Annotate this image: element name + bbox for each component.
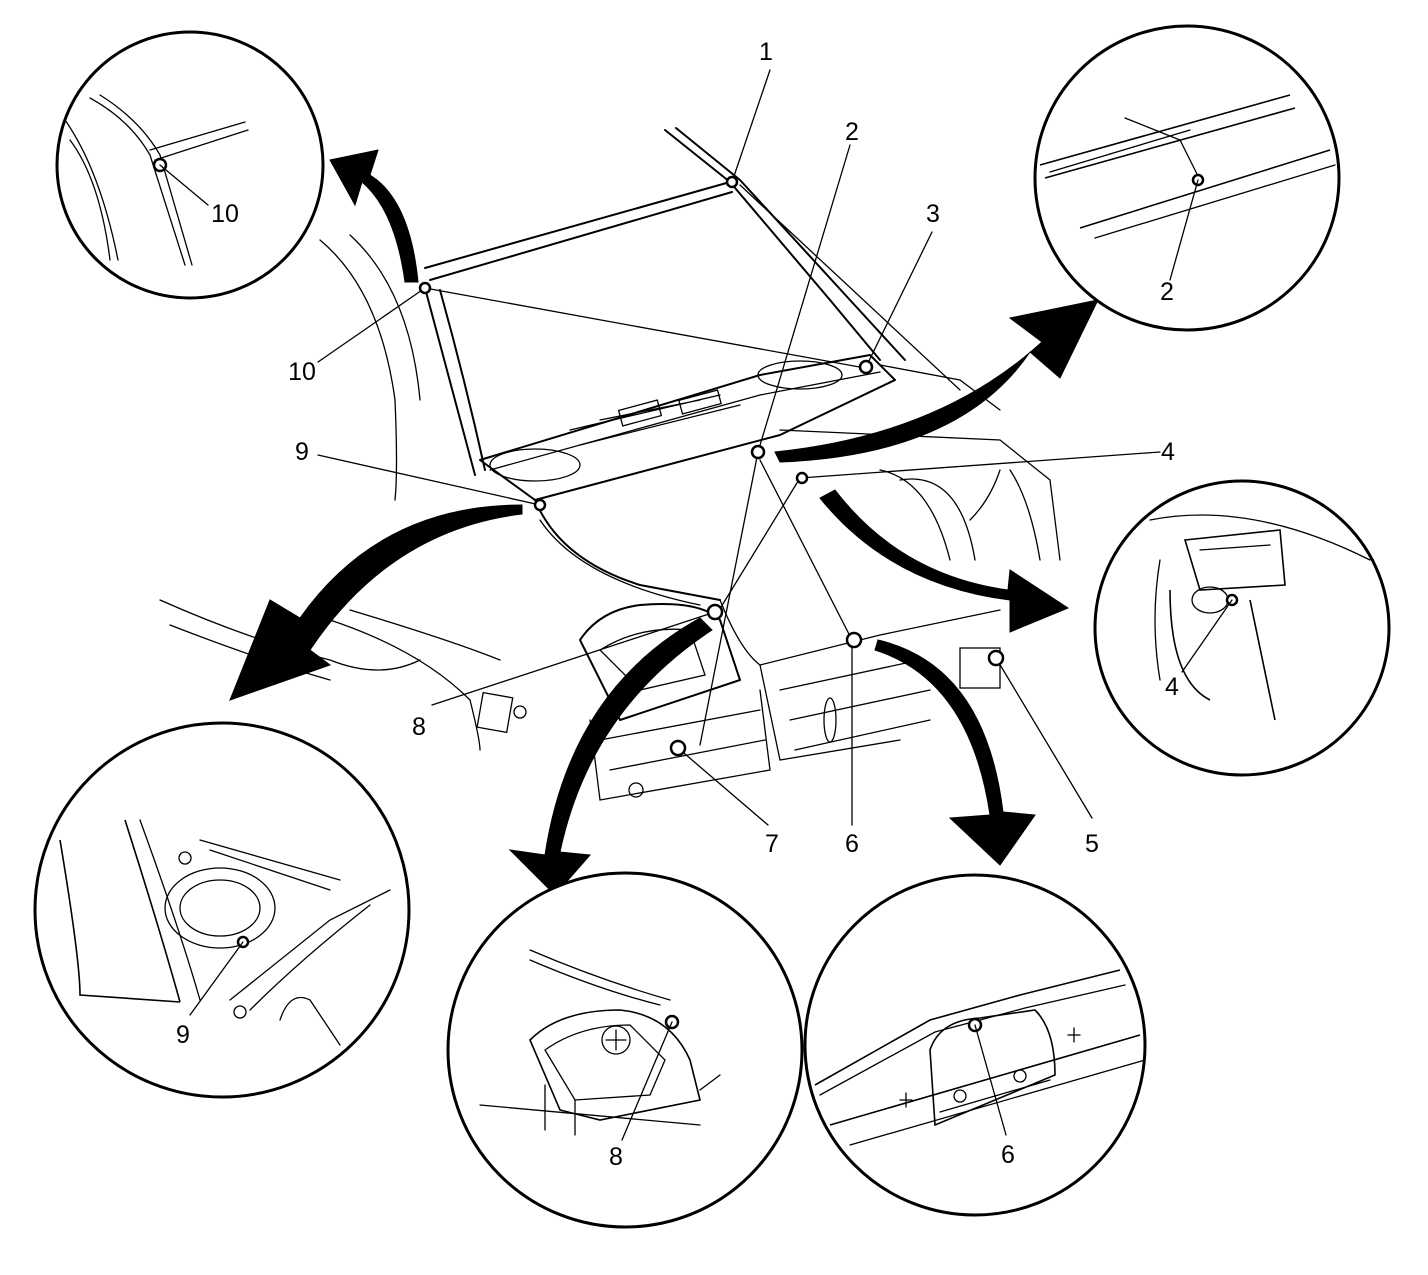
leader-6b [759, 459, 853, 641]
arrow-to-detail-2 [774, 299, 1099, 463]
callout-1: 1 [759, 38, 773, 66]
arrow-to-detail-9 [229, 504, 523, 701]
point-8 [706, 603, 724, 621]
leader-2 [757, 144, 851, 453]
callout-points [418, 175, 1005, 757]
detail-view-2: 2 [1033, 24, 1341, 332]
detail-label-2: 2 [1160, 278, 1174, 306]
detail-arrows [229, 149, 1099, 896]
callout-labels: 1 2 3 4 5 6 7 8 9 10 [288, 38, 1175, 858]
leader-7 [677, 747, 769, 826]
callout-3: 3 [926, 200, 940, 228]
detail-view-6: 6 [803, 873, 1147, 1217]
detail-circle-9 [33, 721, 411, 1099]
detail-circle-10 [55, 30, 325, 300]
leader-9 [317, 454, 541, 506]
point-7 [669, 739, 687, 757]
detail-label-8: 8 [609, 1143, 623, 1171]
point-3 [858, 359, 874, 375]
callout-10: 10 [288, 358, 316, 386]
detail-label-6: 6 [1001, 1141, 1015, 1169]
point-4 [795, 471, 809, 485]
point-10 [418, 281, 432, 295]
detail-view-9: 9 [33, 721, 411, 1099]
callout-7: 7 [765, 830, 779, 858]
callout-9: 9 [295, 438, 309, 466]
leader-3 [865, 231, 933, 368]
detail-circle-6 [803, 873, 1147, 1217]
arrow-to-detail-6 [874, 639, 1036, 866]
callout-6: 6 [845, 830, 859, 858]
leader-10 [317, 287, 426, 363]
leader-1 [731, 69, 771, 183]
detail-circle-4 [1093, 479, 1391, 777]
detail-view-4: 4 [1093, 479, 1391, 777]
callout-8: 8 [412, 713, 426, 741]
arrow-to-detail-10 [329, 149, 419, 283]
point-1 [725, 175, 739, 189]
leader-8 [431, 611, 716, 706]
point-2 [750, 444, 766, 460]
leader-4b [717, 477, 801, 613]
point-6 [845, 631, 863, 649]
leader-lines [317, 69, 1161, 826]
arrow-to-detail-4 [819, 489, 1070, 633]
point-5 [987, 649, 1005, 667]
detail-view-10: 10 [55, 30, 325, 300]
detail-view-8: 8 [446, 871, 804, 1229]
callout-5: 5 [1085, 830, 1099, 858]
point-9 [533, 498, 547, 512]
detail-label-9: 9 [176, 1021, 190, 1049]
leader-4 [799, 451, 1161, 479]
leader-5 [995, 657, 1093, 819]
detail-label-10: 10 [211, 200, 239, 228]
detail-label-4: 4 [1165, 673, 1179, 701]
callout-2: 2 [845, 118, 859, 146]
leader-2b [699, 451, 759, 746]
callout-4: 4 [1161, 438, 1175, 466]
